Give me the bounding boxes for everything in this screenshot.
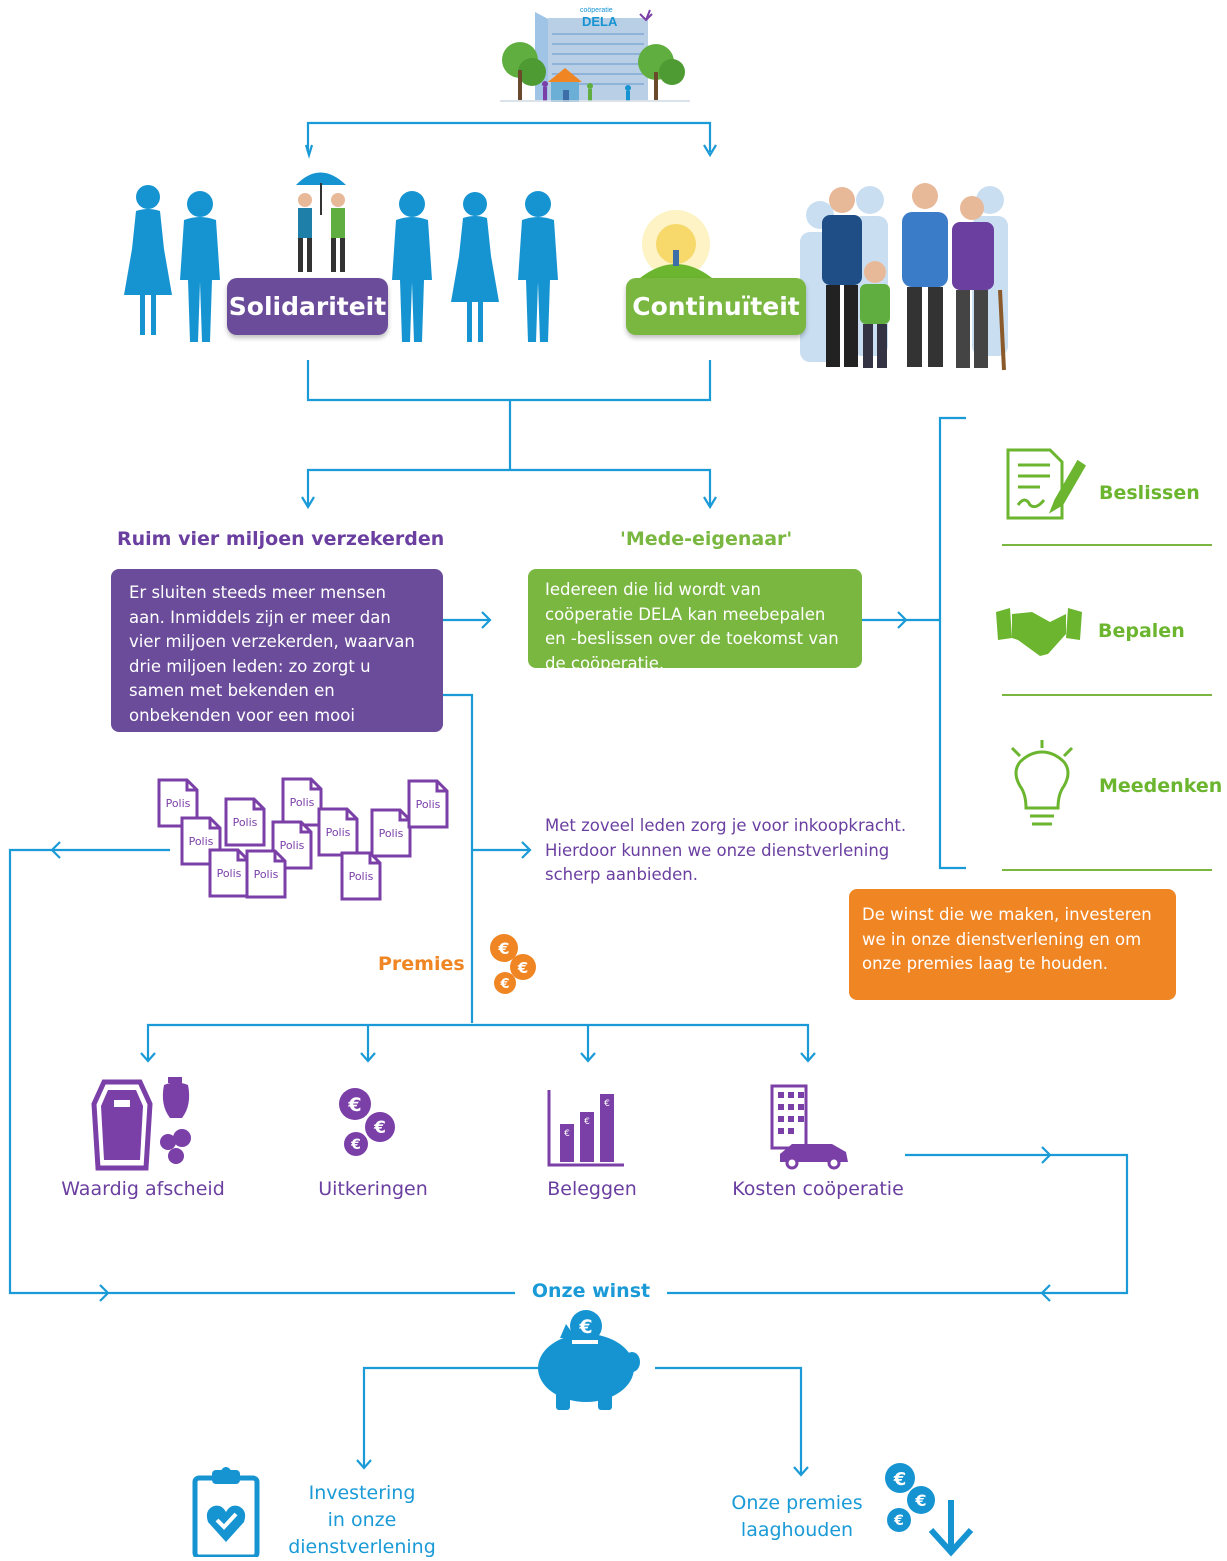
svg-text:€: € xyxy=(564,1129,570,1139)
outcome-invest-line-2: in onze xyxy=(327,1509,397,1531)
signed-document-icon xyxy=(1006,448,1087,520)
svg-text:€: € xyxy=(373,1118,386,1138)
payout-coins-icon: € € € xyxy=(339,1088,395,1156)
building-car-icon xyxy=(770,1084,848,1170)
svg-text:€: € xyxy=(347,1094,361,1116)
right-label-think-along: Meedenken xyxy=(1099,775,1223,797)
policy-label: Polis xyxy=(217,867,242,880)
policy-document: Polis xyxy=(224,797,266,847)
family-group-continuity xyxy=(800,183,1008,371)
policy-label: Polis xyxy=(290,796,315,809)
clipboard-heart-icon xyxy=(192,1467,260,1557)
policy-label: Polis xyxy=(416,798,441,811)
logo-small-text: coöperatie xyxy=(580,7,613,14)
policy-document: Polis xyxy=(157,778,199,828)
outcome-invest-line-1: Investering xyxy=(308,1482,416,1504)
umbrella-handover-illustration xyxy=(296,172,346,272)
svg-text:€: € xyxy=(584,1117,590,1127)
dela-building-illustration xyxy=(500,9,690,102)
svg-text:€: € xyxy=(499,977,509,992)
svg-text:€: € xyxy=(578,1316,592,1338)
policy-label: Polis xyxy=(326,826,351,839)
insured-textbox: Er sluiten steeds meer mensen aan. Inmid… xyxy=(111,569,443,749)
lightbulb-icon xyxy=(1010,740,1074,826)
handshake-icon xyxy=(996,608,1082,656)
svg-text:€: € xyxy=(517,959,528,977)
policy-label: Polis xyxy=(189,835,214,848)
svg-text:€: € xyxy=(497,939,509,958)
svg-text:€: € xyxy=(914,1491,926,1510)
profit-note-box: De winst die we maken, investeren we in … xyxy=(849,889,1176,1000)
spending-label-investing: Beleggen xyxy=(547,1178,637,1200)
policy-document: Polis xyxy=(180,816,222,866)
coins-down-icon: € € € xyxy=(885,1463,974,1557)
spending-label-farewell: Waardig afscheid xyxy=(61,1178,225,1200)
outcome-invest-line-3: dienstverlening xyxy=(288,1536,436,1558)
profit-label: Onze winst xyxy=(531,1280,651,1302)
policy-label: Polis xyxy=(280,839,305,852)
outcome-premiums-text: Onze premies laaghouden xyxy=(712,1490,882,1544)
svg-text:€: € xyxy=(893,1469,907,1490)
policy-label: Polis xyxy=(254,868,279,881)
investment-bar-chart-icon: € € € xyxy=(547,1090,624,1167)
insured-heading: Ruim vier miljoen verzekerden xyxy=(117,528,445,550)
outcome-invest-text: Investering in onze dienstverlening xyxy=(272,1480,452,1561)
connector-lines xyxy=(8,121,1129,1477)
profit-note-text: De winst die we maken, investeren we in … xyxy=(862,905,1152,973)
outcome-premiums-line-2: laaghouden xyxy=(740,1519,854,1541)
policy-document: Polis xyxy=(281,777,323,827)
continuity-pill: Continuïteit xyxy=(626,278,806,335)
policy-label: Polis xyxy=(233,816,258,829)
svg-text:€: € xyxy=(604,1099,610,1109)
policy-label: Polis xyxy=(379,827,404,840)
premium-coins-icon: € € € xyxy=(490,934,536,994)
policy-label: Polis xyxy=(349,870,374,883)
svg-text:€: € xyxy=(893,1513,904,1529)
co-owner-heading: 'Mede-eigenaar' xyxy=(620,528,793,550)
spending-label-payouts: Uitkeringen xyxy=(318,1178,428,1200)
rights-dividers xyxy=(1002,544,1212,871)
outcome-premiums-line-1: Onze premies xyxy=(731,1492,863,1514)
premiums-label: Premies xyxy=(378,953,465,975)
spending-label-costs: Kosten coöperatie xyxy=(732,1178,904,1200)
continuity-label: Continuïteit xyxy=(632,292,800,321)
solidarity-label: Solidariteit xyxy=(228,292,387,321)
policy-document: Polis xyxy=(317,807,359,857)
coffin-urn-icon xyxy=(91,1077,191,1171)
policy-document: Polis xyxy=(370,808,412,858)
piggy-bank-icon: € xyxy=(538,1310,640,1410)
policy-document: Polis xyxy=(271,820,313,870)
solidarity-pill: Solidariteit xyxy=(227,278,388,335)
insured-text: Er sluiten steeds meer mensen aan. Inmid… xyxy=(129,583,415,749)
purchasing-power-text: Met zoveel leden zorg je voor inkoopkrac… xyxy=(545,816,907,884)
svg-text:€: € xyxy=(350,1137,361,1153)
right-label-decide: Beslissen xyxy=(1099,482,1200,504)
co-owner-text: Iedereen die lid wordt van coöperatie DE… xyxy=(545,580,839,673)
co-owner-textbox: Iedereen die lid wordt van coöperatie DE… xyxy=(528,569,862,673)
policy-label: Polis xyxy=(166,797,191,810)
policy-document: Polis xyxy=(245,849,287,899)
policy-document: Polis xyxy=(340,851,382,901)
policy-document: Polis xyxy=(208,848,250,898)
sunrise-illustration xyxy=(640,210,712,278)
right-label-determine: Bepalen xyxy=(1098,620,1185,642)
policy-document: Polis xyxy=(407,779,449,829)
logo-brand: DELA xyxy=(582,14,618,29)
